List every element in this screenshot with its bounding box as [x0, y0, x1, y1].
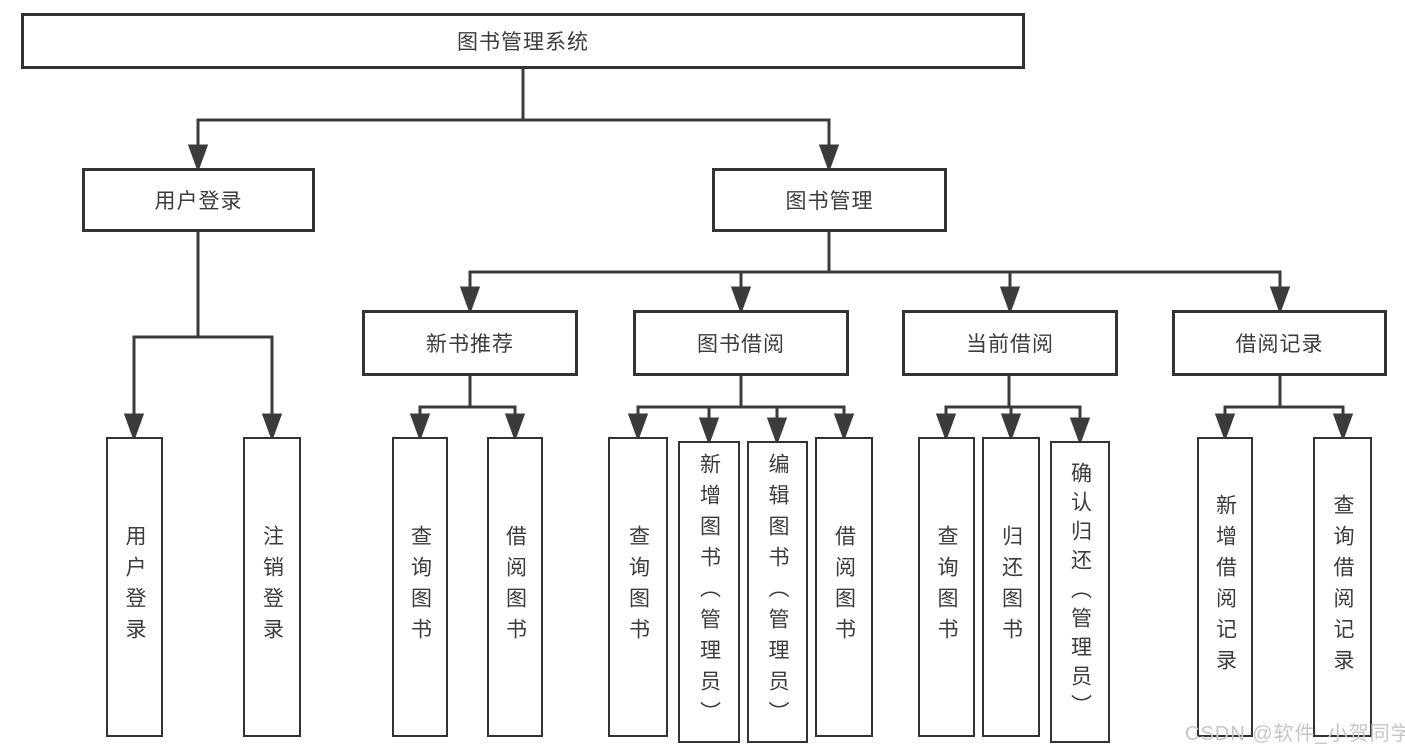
leaf-user-login: 用户登录 [106, 437, 163, 737]
node-system-title: 图书管理系统 [21, 13, 1025, 69]
leaf-current-return: 归还图书 [982, 437, 1040, 737]
node-current-borrow: 当前借阅 [902, 310, 1118, 376]
leaf-current-query: 查询图书 [918, 437, 975, 737]
connector-management-children [459, 230, 1291, 315]
leaf-newbooks-query: 查询图书 [392, 437, 448, 737]
leaf-logout: 注销登录 [243, 437, 301, 737]
leaf-newbooks-borrow: 借阅图书 [487, 437, 543, 737]
leaf-borrow-borrow: 借阅图书 [815, 437, 873, 737]
leaf-records-query: 查询借阅记录 [1313, 437, 1372, 737]
connector-root-to-level1 [187, 67, 840, 173]
connector-login-children [123, 230, 283, 442]
node-book-borrow: 图书借阅 [633, 310, 849, 376]
connector-borrow-children [627, 374, 855, 446]
node-user-login: 用户登录 [82, 168, 315, 232]
connector-newbooks-children [409, 374, 526, 442]
leaf-records-add: 新增借阅记录 [1197, 437, 1253, 737]
node-new-books: 新书推荐 [362, 310, 578, 376]
leaf-borrow-add-admin: 新增图书（管理员） [678, 441, 740, 743]
leaf-borrow-edit-admin: 编辑图书（管理员） [747, 441, 808, 743]
csdn-watermark: CSDN @软件_小贺同学 [1185, 723, 1405, 745]
leaf-borrow-query: 查询图书 [608, 437, 668, 737]
leaf-current-confirm-admin: 确认归还（管理员） [1050, 441, 1110, 743]
connector-records-children [1214, 374, 1354, 442]
node-borrow-records: 借阅记录 [1172, 310, 1387, 376]
node-book-management: 图书管理 [712, 168, 947, 232]
connector-current-children [935, 374, 1091, 446]
